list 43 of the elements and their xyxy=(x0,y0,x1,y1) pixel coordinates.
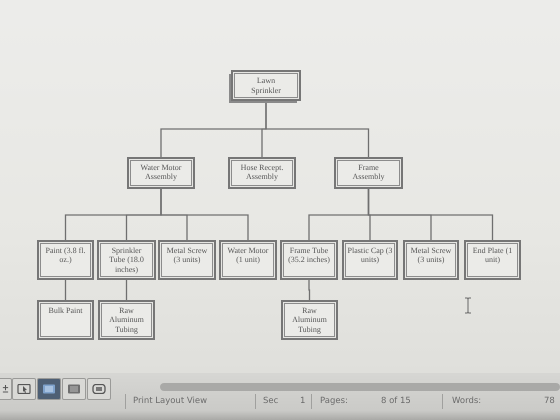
part-box xyxy=(342,240,398,280)
part-label: Lawn Sprinkler xyxy=(250,76,282,95)
status-text: Pages: xyxy=(320,396,348,407)
status-text: 8 of 15 xyxy=(381,396,411,407)
part-label: Raw Aluminum Tubing xyxy=(108,306,145,334)
part-label: Paint (3.8 fl. oz.) xyxy=(44,246,86,265)
tree-connector xyxy=(368,189,494,240)
part-box xyxy=(228,157,296,189)
tree-connector xyxy=(64,280,66,300)
part-box xyxy=(403,240,459,280)
part-box xyxy=(231,70,301,101)
part-label: Plastic Cap (3 units) xyxy=(346,246,394,265)
status-text: Print Layout View xyxy=(133,396,208,407)
part-label: Raw Aluminum Tubing xyxy=(291,306,328,334)
status-text: 1 xyxy=(300,396,306,407)
part-box xyxy=(219,240,277,280)
part-label: Frame Assembly xyxy=(352,163,386,182)
status-text: Sec xyxy=(263,396,278,407)
part-label: Metal Screw (3 units) xyxy=(410,246,452,265)
part-box xyxy=(158,240,216,280)
part-label: Sprinkler Tube (18.0 inches) xyxy=(108,246,145,274)
part-label: Frame Tube (35.2 inches) xyxy=(287,246,331,265)
part-box xyxy=(37,240,94,280)
part-label: End Plate (1 unit) xyxy=(472,246,512,265)
part-label: Hose Recept. Assembly xyxy=(240,163,284,182)
part-box xyxy=(334,157,403,189)
status-text: Words: xyxy=(452,396,482,407)
part-label: Water Motor Assembly xyxy=(140,163,182,182)
tree-connector xyxy=(308,280,310,300)
part-label: Bulk Paint xyxy=(48,306,82,316)
part-box xyxy=(464,240,521,280)
tree-connector xyxy=(126,280,128,300)
tree-connector xyxy=(265,101,370,157)
part-box xyxy=(97,240,156,280)
part-label: Metal Screw (3 units) xyxy=(166,246,208,265)
part-box xyxy=(37,300,94,340)
part-box xyxy=(281,300,338,340)
part-label: Water Motor (1 unit) xyxy=(226,246,270,265)
tree-connector xyxy=(160,189,249,240)
part-box xyxy=(280,240,338,280)
part-box xyxy=(127,157,195,189)
part-box xyxy=(98,300,155,340)
status-text: 78 xyxy=(544,396,555,407)
